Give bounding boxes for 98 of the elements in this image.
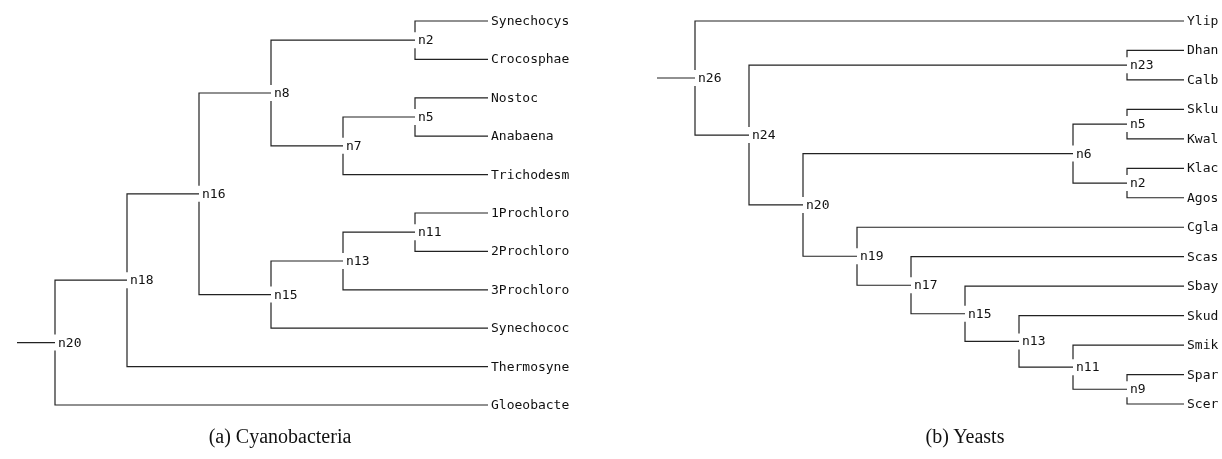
node-label: n26 (695, 70, 722, 86)
node-label: n17 (911, 277, 938, 294)
node-label: n5 (415, 109, 434, 125)
node-label: n18 (127, 272, 154, 289)
node-label: n11 (1073, 359, 1100, 376)
branch-line (414, 239, 489, 252)
branch-line (414, 212, 489, 225)
branch-line (856, 263, 912, 286)
branch-line (414, 124, 489, 137)
branch-line (1072, 161, 1128, 184)
caption: (a) Cyanobacteria (208, 425, 352, 448)
branch-line (1072, 344, 1185, 360)
branch-line (342, 231, 416, 254)
branch-line (694, 85, 750, 136)
node-label: n24 (749, 127, 776, 144)
node-label: n23 (1127, 57, 1154, 74)
branch-line (54, 279, 128, 336)
taxon-label: Nostoc (488, 89, 538, 106)
node-label: n7 (343, 137, 362, 154)
branch-line (694, 20, 1185, 71)
branch-line (802, 212, 858, 257)
node-label: n15 (965, 305, 992, 322)
branch-line (748, 142, 804, 206)
branch-line (1018, 315, 1185, 334)
taxon-label: Sklu (1184, 101, 1219, 118)
taxon-label: Crocosphae (488, 51, 570, 68)
branch-line (856, 226, 1185, 249)
branch-line (1126, 49, 1185, 58)
taxon-label: 1Prochloro (488, 205, 570, 221)
branch-line (1126, 373, 1185, 382)
branch-line (16, 342, 56, 344)
branch-line (1018, 348, 1074, 368)
taxon-label: Thermosyne (488, 358, 570, 375)
taxon-label: Klac (1184, 160, 1219, 177)
taxon-label: Sbay (1184, 278, 1219, 295)
branch-line (54, 350, 489, 406)
branch-line (748, 64, 1128, 128)
node-label: n13 (343, 253, 370, 269)
node-label: n19 (857, 248, 884, 265)
branch-line (910, 256, 1185, 278)
node-label: n2 (415, 32, 434, 49)
branch-line (910, 292, 966, 315)
branch-line (1126, 190, 1185, 199)
branch-line (342, 153, 489, 176)
taxon-label: Skud (1184, 307, 1219, 324)
node-label: n2 (1127, 175, 1146, 192)
node-label: n15 (271, 286, 298, 303)
taxon-label: Synechococ (488, 320, 570, 337)
branch-line (342, 116, 416, 139)
branch-line (342, 268, 489, 291)
branch-line (270, 302, 489, 329)
node-label: n20 (55, 334, 82, 351)
branch-line (1072, 123, 1128, 147)
node-label: n8 (271, 85, 290, 101)
taxon-label: Kwal (1184, 130, 1219, 147)
taxon-label: Dhan (1184, 42, 1219, 59)
node-label: n11 (415, 224, 442, 241)
branch-line (198, 201, 272, 296)
node-label: n6 (1073, 145, 1092, 162)
branch-line (964, 285, 1185, 307)
branch-line (1126, 167, 1185, 176)
taxon-label: Gloeobacte (488, 397, 570, 413)
branch-line (1126, 72, 1185, 81)
branch-line (270, 39, 416, 86)
branch-line (1126, 131, 1185, 140)
taxon-label: Ylip (1184, 13, 1219, 29)
taxon-label: Smik (1184, 337, 1219, 354)
branch-line (414, 97, 489, 110)
branch-line (414, 47, 489, 60)
branch-line (270, 260, 344, 288)
branch-line (656, 77, 696, 79)
branch-line (802, 153, 1074, 198)
branch-line (1072, 374, 1128, 390)
taxon-label: Calb (1184, 71, 1219, 88)
branch-line (1126, 108, 1185, 117)
taxon-label: 2Prochloro (488, 243, 570, 260)
taxon-label: 3Prochloro (488, 281, 570, 298)
node-label: n5 (1127, 116, 1146, 133)
branch-line (414, 20, 489, 33)
branch-line (270, 100, 344, 147)
branch-line (126, 287, 489, 368)
branch-line (964, 321, 1020, 342)
caption: (b) Yeasts (925, 425, 1005, 448)
taxon-label: Scas (1184, 248, 1219, 265)
node-label: n13 (1019, 333, 1046, 350)
branch-line (198, 92, 272, 187)
node-label: n16 (199, 185, 226, 202)
taxon-label: Scer (1184, 396, 1219, 412)
taxon-label: Synechocys (488, 13, 570, 29)
branch-line (1126, 396, 1185, 405)
node-label: n9 (1127, 381, 1146, 398)
node-label: n20 (803, 196, 830, 213)
taxon-label: Anabaena (488, 128, 554, 145)
taxon-label: Cgla (1184, 219, 1219, 236)
taxon-label: Trichodesm (488, 166, 570, 183)
taxon-label: Agos (1184, 189, 1219, 206)
branch-line (126, 193, 200, 273)
taxon-label: Spar (1184, 366, 1219, 383)
